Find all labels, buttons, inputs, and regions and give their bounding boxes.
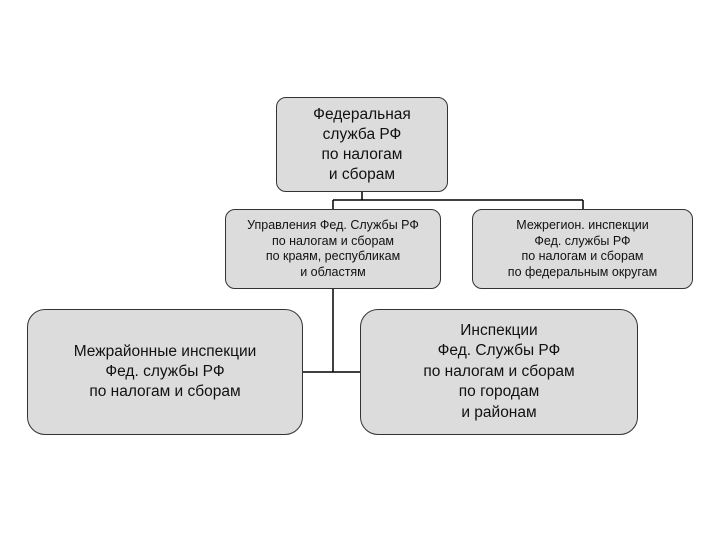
node-label: Инспекции Фед. Службы РФ по налогам и сб…: [423, 321, 575, 421]
node-city-district-inspections: Инспекции Фед. Службы РФ по налогам и сб…: [360, 309, 638, 435]
node-interregional-inspections: Межрегион. инспекции Фед. службы РФ по н…: [472, 209, 693, 289]
node-interdistrict-inspections: Межрайонные инспекции Фед. службы РФ по …: [27, 309, 303, 435]
node-federal-tax-service: Федеральная служба РФ по налогам и сбора…: [276, 97, 448, 192]
node-label: Федеральная служба РФ по налогам и сбора…: [313, 105, 411, 183]
node-label: Межрайонные инспекции Фед. службы РФ по …: [73, 343, 257, 400]
node-label: Межрегион. инспекции Фед. службы РФ по н…: [507, 218, 658, 279]
node-label: Управления Фед. Службы РФ по налогам и с…: [247, 218, 419, 279]
node-regional-departments: Управления Фед. Службы РФ по налогам и с…: [225, 209, 441, 289]
